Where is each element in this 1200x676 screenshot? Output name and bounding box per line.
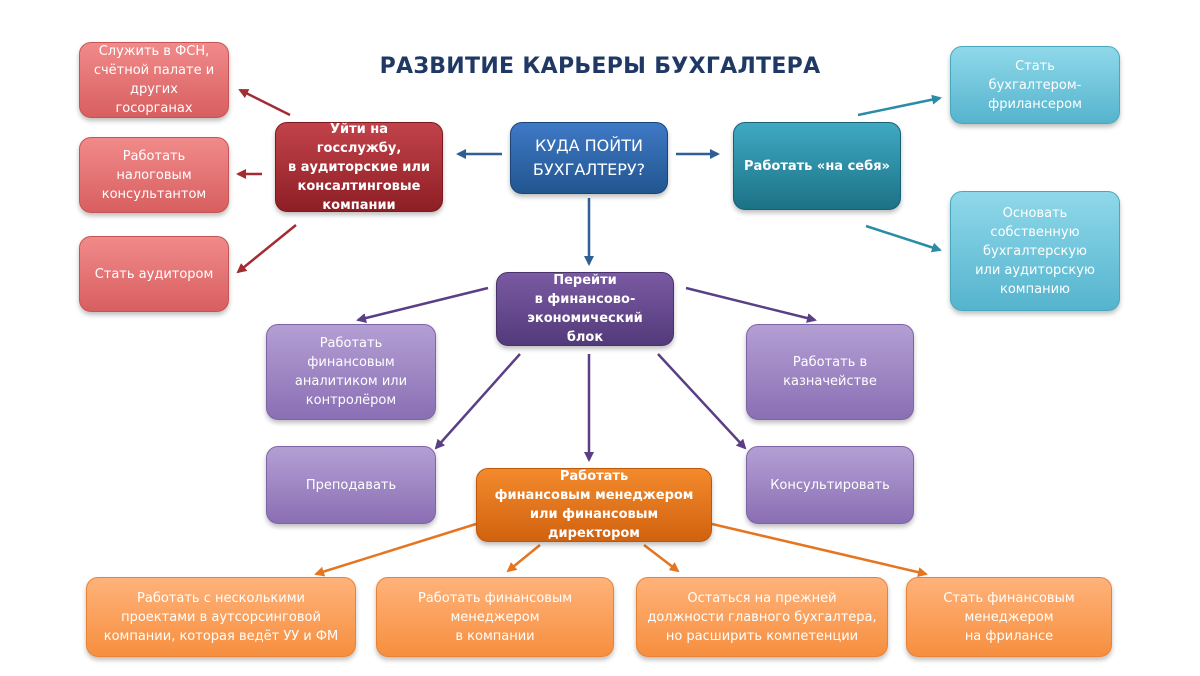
arrow-fin-to-teach [434,353,521,450]
arrow-fin-to-analyst [356,286,489,323]
node-center-question: КУДА ПОЙТИ БУХГАЛТЕРУ? [510,122,668,194]
node-gov-service: Уйти на госслужбу, в аудиторские или кон… [275,122,443,213]
arrow-fin-to-treasury [685,286,817,323]
node-gov-tax-consultant: Работать налоговым консультантом [79,137,229,213]
arrow-self-to-company [865,224,942,253]
arrow-manager-to-freelance [711,522,928,578]
arrow-gov-to-audit [236,224,297,274]
node-self-freelancer: Стать бухгалтером- фрилансером [950,46,1120,124]
arrow-fin-to-consult [657,353,747,450]
node-manager-stay-chief-accountant: Остаться на прежней должности главного б… [636,577,888,657]
node-finance-analyst: Работать финансовым аналитиком или контр… [266,324,436,420]
arrow-self-to-freelance [857,94,942,117]
node-manager-outsource: Работать с несколькими проектами в аутсо… [86,577,356,657]
node-self-employed: Работать «на себя» [733,122,901,210]
node-finance-teach: Преподавать [266,446,436,524]
node-gov-auditor: Стать аудитором [79,236,229,312]
node-gov-fsn: Служить в ФСН, счётной палате и других г… [79,42,229,118]
node-self-own-company: Основать собственную бухгалтерскую или а… [950,191,1120,311]
node-finance-manager: Работать финансовым менеджером или финан… [476,468,712,542]
node-finance-treasury: Работать в казначействе [746,324,914,420]
node-manager-freelance: Стать финансовым менеджером на фрилансе [906,577,1112,657]
arrow-manager-to-company [506,544,541,573]
arrow-gov-to-fsn [238,88,291,117]
arrow-manager-to-stay [643,544,680,573]
node-manager-in-company: Работать финансовым менеджером в компани… [376,577,614,657]
page-title: РАЗВИТИЕ КАРЬЕРЫ БУХГАЛТЕРА [379,54,821,79]
node-finance-consult: Консультировать [746,446,914,524]
arrow-manager-to-outsource [314,522,477,577]
node-finance-block: Перейти в финансово- экономический блок [496,272,674,346]
